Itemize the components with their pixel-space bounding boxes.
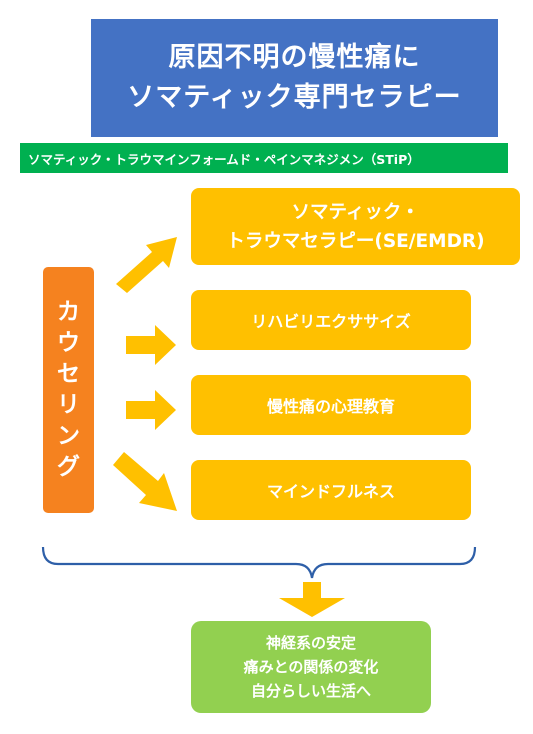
method-psychoeducation: 慢性痛の心理教育 <box>191 375 471 435</box>
title-line-1: 原因不明の慢性痛に <box>168 42 421 73</box>
counseling-char: グ <box>57 454 80 480</box>
method-label: ソマティック・ <box>291 201 420 223</box>
method-label: リハビリエクササイズ <box>251 312 411 331</box>
arrow-right-icon <box>126 325 176 365</box>
method-mindfulness: マインドフルネス <box>191 460 471 520</box>
title-line-2: ソマティック専門セラピー <box>127 82 462 113</box>
method-label: トラウマセラピー(SE/EMDR) <box>226 230 485 252</box>
counseling-char: リ <box>57 392 80 418</box>
outcome-line: 神経系の安定 <box>265 634 356 652</box>
arrow-up-right-icon <box>116 237 177 293</box>
counseling-char: セ <box>57 361 80 387</box>
arrow-down-icon <box>279 582 345 617</box>
counseling-box: カ ウ セ リ ン グ <box>43 267 94 513</box>
arrow-right-icon <box>126 390 176 430</box>
outcome-box: 神経系の安定 痛みとの関係の変化 自分らしい生活へ <box>191 621 431 713</box>
method-label: 慢性痛の心理教育 <box>266 397 395 416</box>
counseling-char: カ <box>57 299 80 325</box>
counseling-char: ウ <box>57 330 80 356</box>
method-rehab-exercise: リハビリエクササイズ <box>191 290 471 350</box>
subtitle-banner: ソマティック・トラウマインフォームド・ペインマネジメン（STiP） <box>20 143 508 173</box>
arrow-down-right-icon <box>113 452 177 511</box>
outcome-line: 痛みとの関係の変化 <box>243 658 379 676</box>
method-label: マインドフルネス <box>266 482 395 501</box>
subtitle-text: ソマティック・トラウマインフォームド・ペインマネジメン（STiP） <box>28 151 420 167</box>
bracket-icon <box>41 546 477 579</box>
method-somatic-therapy: ソマティック・ トラウマセラピー(SE/EMDR) <box>191 188 520 265</box>
counseling-char: ン <box>57 423 80 449</box>
outcome-line: 自分らしい生活へ <box>250 682 371 700</box>
title-banner: 原因不明の慢性痛に ソマティック専門セラピー <box>91 19 498 137</box>
